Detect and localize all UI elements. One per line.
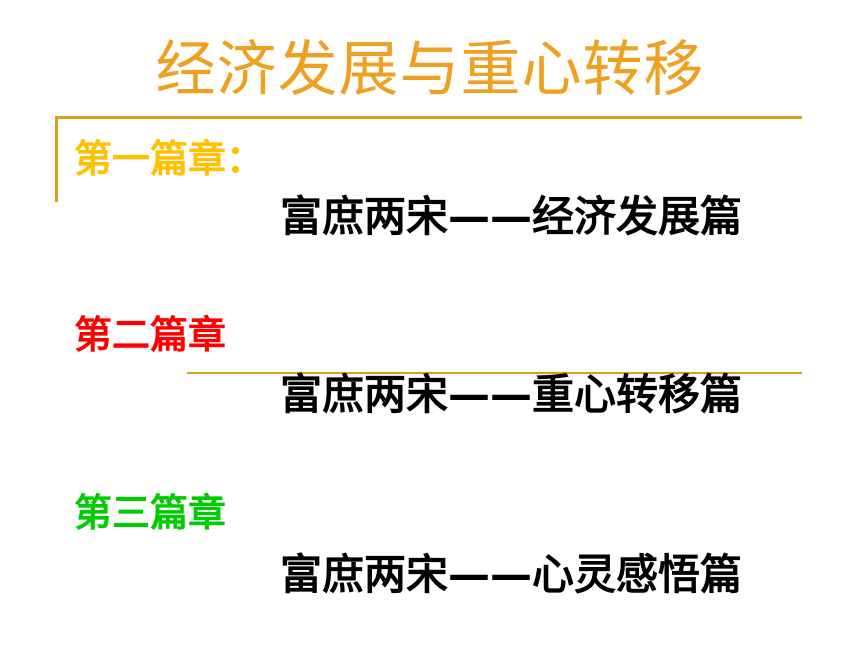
left-accent-bar <box>55 116 58 202</box>
slide-title: 经济发展与重心转移 <box>155 35 705 105</box>
chapter-3-label: 第三篇章 <box>74 491 227 535</box>
chapter-1-label: 第一篇章： <box>74 137 265 181</box>
chapter-3-subtitle: 富庶两宋——心灵感悟篇 <box>280 550 743 599</box>
section-divider-line <box>187 372 802 374</box>
chapter-1-subtitle: 富庶两宋——经济发展篇 <box>280 192 743 241</box>
chapter-2-label: 第二篇章 <box>74 313 227 357</box>
title-underline <box>57 116 802 119</box>
chapter-2-subtitle: 富庶两宋——重心转移篇 <box>280 370 743 419</box>
